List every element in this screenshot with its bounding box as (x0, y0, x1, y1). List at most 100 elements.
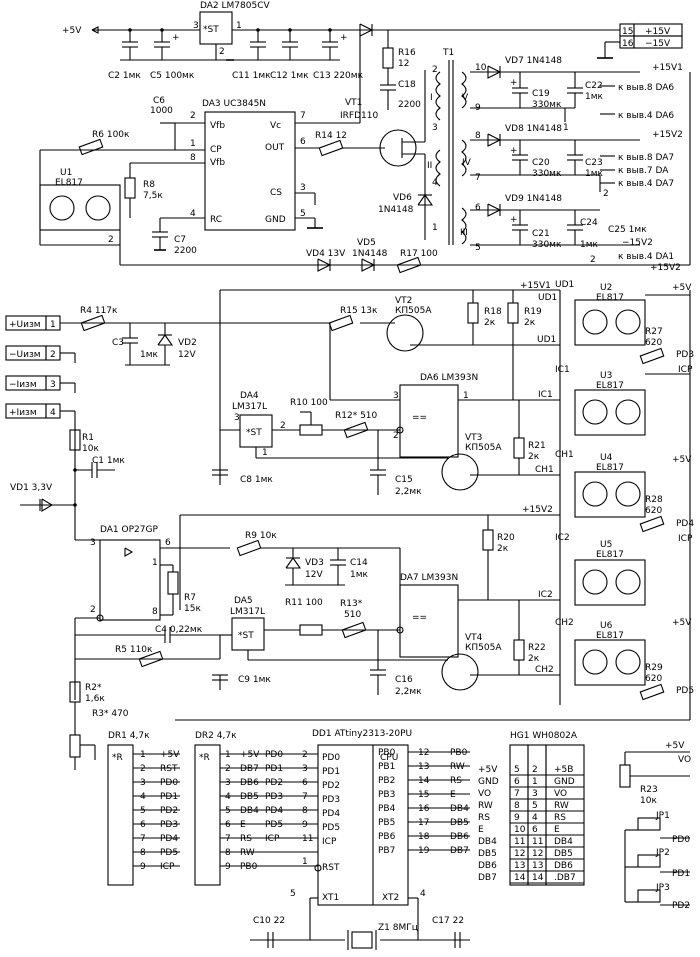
lcd-pin-col1: 7 (514, 789, 520, 799)
lcd-pin-col2: 14 (532, 873, 544, 883)
jp2-label: JP2 (655, 848, 670, 858)
u5-optocoupler: U5 EL817 (574, 540, 646, 606)
vd2-value: 12V (178, 350, 196, 360)
c7-value: 2200 (174, 246, 197, 256)
in3-label: −Iизм (9, 380, 37, 390)
u4-5v: +5V (672, 455, 692, 465)
u4-optocoupler: U4 EL817 (574, 453, 646, 518)
dd1-right-pin-label: RW (450, 762, 465, 772)
c22-value: 1мк (585, 92, 604, 102)
c16-label: C16 (395, 675, 413, 685)
opto-ic1: IC1 (555, 365, 570, 375)
dr1-pin-label: PD0 (160, 778, 178, 788)
vt2-type: КП505А (395, 306, 432, 316)
da6-label: DA6 LM393N (420, 373, 478, 383)
lcd-right-label: RS (554, 813, 566, 823)
da3-vfb1: Vfb (210, 121, 225, 131)
dd1-xt2: XT2 (382, 893, 399, 903)
vd1-label: VD1 3,3V (10, 483, 53, 493)
u6-pd5: PD5 (676, 686, 694, 696)
da4-pin2: 2 (280, 421, 286, 431)
jp-pd1: PD1 (672, 869, 690, 879)
dr1-pin-num: 8 (140, 848, 146, 858)
r20-label: R20 (497, 533, 515, 543)
lcd-right-label: DB5 (554, 849, 573, 859)
r29-label: R29 (645, 663, 663, 673)
dr2-star: *R (199, 753, 210, 763)
lcd-pin-col2: 5 (532, 801, 538, 811)
r4-label: R4 117к (80, 306, 118, 316)
t1-pin5: 5 (475, 243, 481, 253)
r1-label: R1 (82, 433, 94, 443)
dr1-pin-num: 3 (140, 778, 146, 788)
r2-label: R2* (85, 683, 102, 693)
dr2-pin-num: 3 (225, 778, 231, 788)
da6-pin1: 1 (463, 391, 469, 401)
vt3-transistor (441, 453, 479, 491)
lcd-left-label: DB6 (478, 861, 497, 871)
in1-label: +Uизм (9, 320, 41, 330)
da3-cp: CP (210, 145, 222, 155)
to-da6-pin4: к выв.4 DA6 (618, 111, 674, 121)
r8-value: 7,5к (143, 191, 163, 201)
dd1-xt1: XT1 (322, 893, 339, 903)
u2-optocoupler: U2 EL817 (574, 283, 646, 346)
r15-resistor (328, 314, 354, 332)
da2-pin2: 2 (219, 47, 225, 57)
r13-label: R13* (340, 599, 363, 609)
gnd1: 1 (563, 123, 569, 133)
r18-value: 2к (484, 318, 496, 328)
c18-label: C18 (398, 80, 416, 90)
dd1-label: DD1 ATtiny2313-20PU (312, 729, 412, 739)
r10-label: R10 100 (290, 398, 328, 408)
vt2-transistor (386, 314, 424, 352)
c21-label: C21 (532, 229, 550, 239)
vd6-type: 1N4148 (378, 205, 414, 215)
r19-resistor (507, 302, 519, 324)
c14-label: C14 (350, 558, 368, 568)
winding-iii: III (460, 228, 468, 238)
u6-optocoupler: U6 EL817 (574, 621, 646, 686)
da3-gnd: GND (265, 215, 286, 225)
r22-label: R22 (528, 643, 546, 653)
dd1-right-pin-label: DB5 (450, 818, 469, 828)
dd1-right-pin-label: DB4 (450, 804, 469, 814)
dr1-pin-label: PD3 (160, 820, 178, 830)
in1-num: 1 (50, 320, 56, 330)
da6-pin2: 2 (393, 431, 399, 441)
r19-value: 2к (524, 318, 536, 328)
to-da7-pin4: к выв.4 DA7 (618, 179, 674, 189)
dd1-left-pin: PD4 (322, 809, 340, 819)
lcd-pin-col1: 8 (514, 801, 520, 811)
da7-label: DA7 LM393N (400, 573, 458, 583)
u2-pd3: PD3 (676, 350, 694, 360)
c5-label: C5 100мк (150, 71, 195, 81)
da4-pin3: 3 (234, 413, 240, 423)
vd5-label: VD5 (357, 238, 376, 248)
jp-pd2: PD2 (672, 901, 690, 911)
r18-label: R18 (484, 307, 502, 317)
c22-label: C22 (585, 81, 603, 91)
da1-pin3: 3 (90, 538, 96, 548)
winding-ii: II (427, 161, 432, 171)
r5-resistor (138, 650, 164, 668)
dr2-mid-pin: 11 (302, 834, 313, 844)
vt3-type: КП505А (465, 443, 502, 453)
c13-capacitor: + (322, 30, 348, 60)
lcd-left-label: RW (478, 801, 493, 811)
dr2-pin-num: 8 (225, 848, 231, 858)
lcd-right-label: DB4 (554, 837, 573, 847)
c3-value: 1мк (140, 350, 159, 360)
dr2-pin-num: 1 (225, 750, 231, 760)
da4-label: DA4 (240, 391, 259, 401)
da1-pin6: 6 (165, 538, 171, 548)
conn16-number: 16 (622, 39, 634, 49)
dd1-right-pin-num: 16 (418, 804, 430, 814)
da3-pin2: 2 (190, 111, 196, 121)
ch2-ic2: IC2 (538, 590, 553, 600)
u2-label: U2 (600, 283, 612, 293)
da1-opamp (99, 539, 161, 621)
dd1-right-pin: PB0 (378, 748, 396, 758)
vt3-label: VT3 (465, 433, 482, 443)
